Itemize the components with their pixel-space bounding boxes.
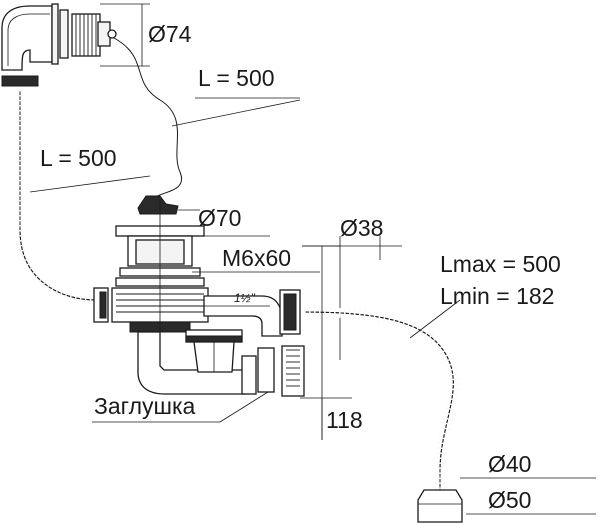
outer-diameter-label: Ø50	[488, 487, 531, 513]
chain-length-label: L = 500	[198, 65, 275, 91]
plug-chain: L = 500	[113, 37, 301, 205]
drain-diameter-label: Ø70	[198, 205, 241, 231]
overflow-hose: L = 500	[1, 75, 151, 303]
hose-end-dimensions: Ø40 Ø50	[460, 451, 596, 515]
inner-diameter-label: Ø40	[488, 451, 531, 477]
trap-height-dimension: 118	[300, 397, 363, 440]
min-length-label: Lmin = 182	[440, 283, 554, 309]
plug-cap: Заглушка	[92, 345, 305, 423]
drain-plug	[137, 195, 200, 215]
overflow-diameter-dimension: Ø74	[100, 3, 192, 67]
hose-length-range: Lmax = 500 Lmin = 182	[440, 251, 561, 309]
screw-dimension: M6x60	[192, 245, 320, 273]
thread-size-label: 1½"	[234, 291, 256, 305]
trap	[137, 329, 245, 395]
outlet-corrugated-hose	[303, 299, 463, 523]
overflow-diameter-label: Ø74	[148, 21, 192, 47]
left-union-nut	[93, 287, 109, 323]
hose-length-label: L = 500	[40, 145, 117, 171]
screw-size-label: M6x60	[222, 245, 291, 271]
drain-diameter-dimension: Ø70	[130, 205, 270, 237]
overflow-connector: 1½"	[203, 291, 283, 337]
outlet-diameter-label: Ø38	[340, 215, 383, 241]
trap-height-label: 118	[326, 407, 363, 433]
overflow-assembly	[1, 3, 117, 71]
plug-label: Заглушка	[94, 393, 196, 419]
outlet-union: Ø38	[279, 215, 402, 440]
drain-body	[111, 200, 209, 333]
max-length-label: Lmax = 500	[440, 251, 561, 277]
